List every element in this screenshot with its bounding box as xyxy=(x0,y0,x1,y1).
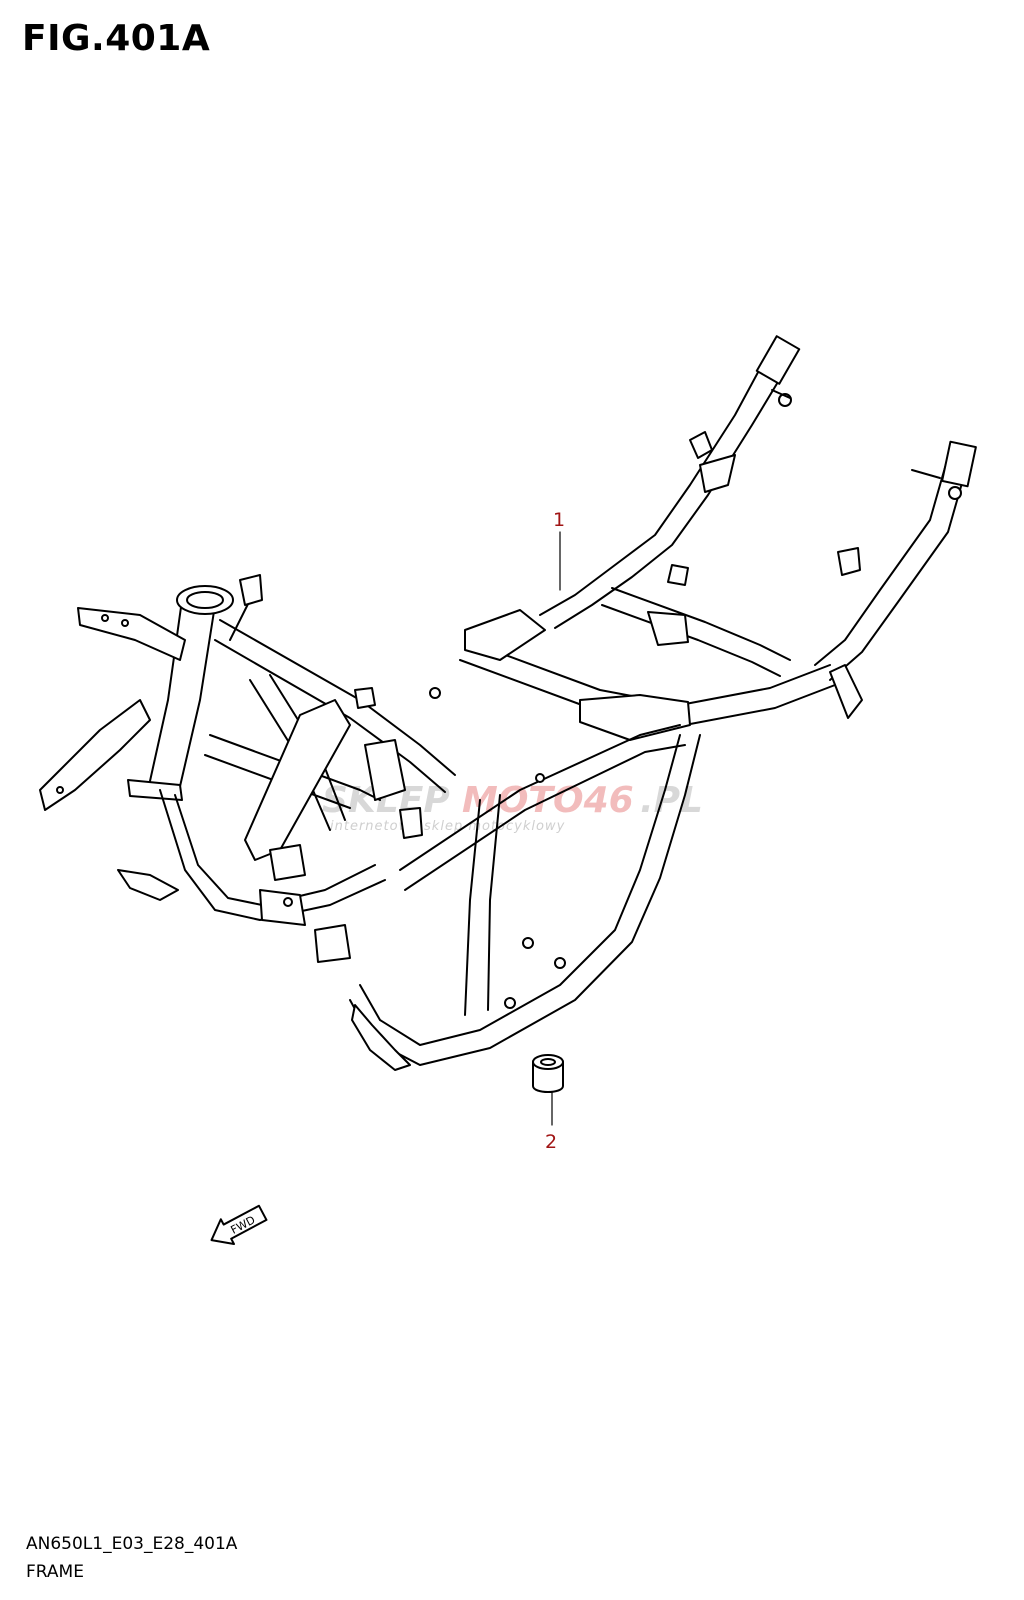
figure-code: AN650L1_E03_E28_401A xyxy=(26,1534,238,1554)
watermark-tagline: internetowy sklep motocyklowy xyxy=(330,819,565,834)
frame-part-1 xyxy=(39,335,977,1071)
figure-name: FRAME xyxy=(26,1562,84,1582)
watermark-part-b: MOTO46 xyxy=(462,780,634,821)
forward-arrow-icon: FWD xyxy=(210,1204,268,1245)
bushing-part-2 xyxy=(532,1054,564,1093)
callout-1-label: 1 xyxy=(553,509,565,531)
figure-title: FIG.401A xyxy=(22,18,211,59)
watermark-part-c: .PL xyxy=(640,780,703,821)
callout-2-label: 2 xyxy=(545,1131,557,1153)
